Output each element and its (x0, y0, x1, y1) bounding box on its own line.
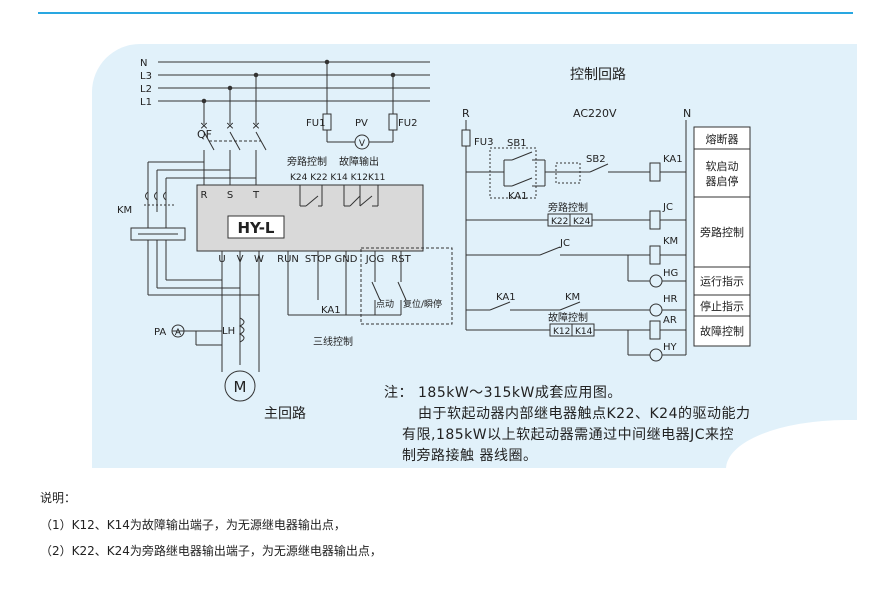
bus-label-l2: L2 (140, 84, 152, 95)
jog-label: 点动 (376, 299, 394, 310)
svg-text:×: × (225, 119, 234, 132)
ka1-hold-label: KA1 (508, 191, 528, 202)
control-wiring (461, 120, 687, 362)
bypass-group-label: 旁路控制 (287, 155, 327, 168)
ka1-nc-label: KA1 (496, 292, 516, 303)
km-coil-label: KM (663, 236, 678, 247)
k12-label: K12 (553, 327, 570, 337)
ammeter-icon: A (175, 328, 182, 338)
description-item-2: （2）K22、K24为旁路继电器输出端子，为无源继电器输出点， (40, 544, 382, 558)
ka1-coil-label: KA1 (663, 154, 683, 165)
sb2-label: SB2 (586, 154, 606, 165)
term-t: T (252, 190, 260, 201)
svg-text:×: × (199, 119, 208, 132)
legend-fault: 故障控制 (700, 324, 744, 338)
note-line-4: 制旁路接触 器线圈。 (402, 448, 538, 464)
reset-label: 复位/瞬停 (403, 298, 442, 310)
bus-label-l1: L1 (140, 97, 152, 108)
k22-label: K22 (551, 217, 568, 227)
motor-leads (171, 251, 260, 402)
n-line-label: N (683, 107, 691, 120)
r-phase-label: R (462, 107, 470, 120)
ac-voltage-label: AC220V (573, 107, 617, 120)
hg-label: HG (663, 268, 678, 279)
bus-label-l3: L3 (140, 71, 152, 82)
sb1-label: SB1 (507, 138, 527, 149)
bypass-contact-label: 旁路控制 (548, 201, 588, 214)
legend-fuse: 熔断器 (706, 132, 739, 146)
fu3-label: FU3 (474, 137, 493, 148)
soft-starter-model: HY-L (238, 219, 275, 237)
relay-terms-label: K24 K22 K14 K12K11 (290, 173, 385, 183)
hr-label: HR (663, 294, 678, 305)
km-label: KM (117, 205, 132, 216)
description-heading: 说明： (40, 491, 77, 505)
fault-contact-label: 故障控制 (548, 311, 588, 324)
note-line-1: 185kW～315kW成套应用图。 (418, 385, 622, 401)
motor-icon: M (234, 378, 247, 396)
soft-starter-label-frame (227, 215, 285, 239)
km-nc-label: KM (565, 292, 580, 303)
k14-label: K14 (575, 327, 593, 337)
legend-run: 运行指示 (700, 274, 744, 288)
ar-label: AR (663, 315, 677, 326)
note-line-2: 由于软起动器内部继电器触点K22、K24的驱动能力 (418, 406, 751, 422)
legend-softstart-2: 器启停 (706, 174, 739, 188)
legend-softstart-1: 软启动 (706, 159, 739, 173)
bypass-contactor-km (130, 161, 259, 296)
pa-label: PA (154, 327, 166, 338)
hy-label: HY (663, 342, 678, 353)
header-rule (38, 12, 853, 14)
k24-label: K24 (573, 217, 591, 227)
voltmeter-circuit (322, 62, 398, 150)
fu1-label: FU1 (306, 118, 325, 129)
description-item-1: （1）K12、K14为故障输出端子，为无源继电器输出点， (40, 518, 346, 532)
qf-label: QF (197, 128, 212, 141)
note-line-3: 有限,185kW以上软起动器需通过中间继电器JC来控 (402, 427, 735, 443)
main-circuit-title: 主回路 (264, 406, 306, 422)
relay-contacts (299, 185, 379, 207)
legend-stop: 停止指示 (700, 299, 744, 313)
bus-label-n: N (140, 58, 147, 69)
power-bus (158, 59, 430, 104)
term-s: S (227, 190, 233, 201)
legend-table (693, 126, 751, 347)
three-wire-ka1: KA1 (321, 305, 341, 316)
breaker-qf: × × × (199, 75, 267, 185)
jc-contact-label: JC (559, 238, 570, 249)
fault-group-label: 故障输出 (339, 155, 379, 168)
control-circuit-title: 控制回路 (570, 67, 626, 83)
fu2-label: FU2 (398, 118, 417, 129)
three-wire-control (287, 247, 453, 325)
pv-label: PV (355, 118, 368, 129)
lh-label: LH (222, 326, 235, 337)
note-prefix: 注： (384, 385, 413, 401)
term-r: R (201, 190, 208, 201)
three-wire-label: 三线控制 (313, 335, 353, 348)
legend-bypass: 旁路控制 (700, 225, 744, 239)
svg-text:×: × (251, 119, 260, 132)
jc-coil-label: JC (662, 202, 673, 213)
voltmeter-icon: V (359, 139, 366, 149)
